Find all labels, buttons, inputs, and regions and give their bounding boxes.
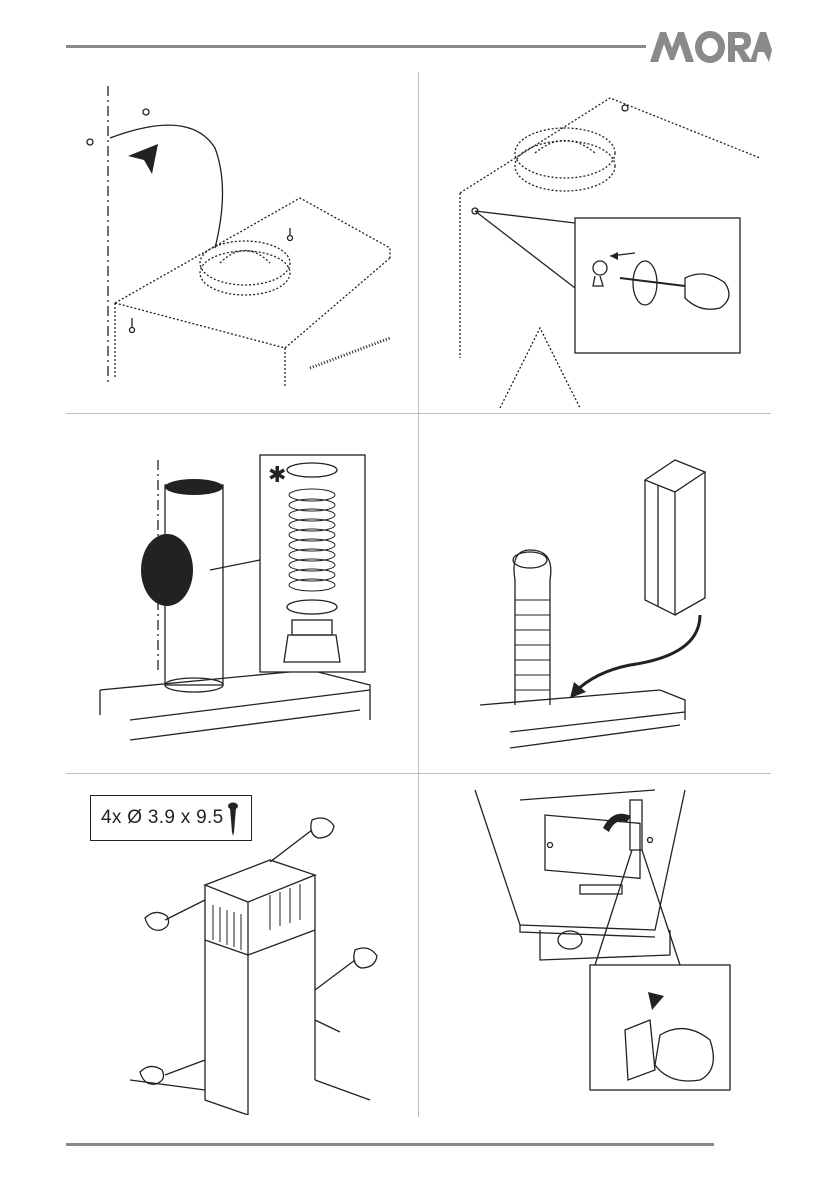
optional-marker: ✱ (268, 463, 286, 488)
step-4-panel (430, 420, 770, 765)
column-divider (418, 72, 419, 1117)
step-3-panel: ✱ (70, 420, 410, 765)
screw-spec-label: 4x Ø 3.9 x 9.5 (90, 795, 252, 841)
row-divider-1 (66, 413, 771, 414)
keyhole-mount-icon (70, 78, 410, 408)
footer-rule (66, 1143, 714, 1146)
row-divider-2 (66, 773, 771, 774)
mora-logo (648, 26, 772, 66)
screw-spec-text: 4x Ø 3.9 x 9.5 (101, 807, 224, 829)
flexible-duct-icon: ✱ (70, 420, 410, 765)
step-2-panel (430, 78, 770, 408)
chimney-cover-icon (430, 420, 770, 765)
screwdriver-icon (430, 78, 770, 408)
screw-icon (227, 802, 239, 836)
step-1-panel (70, 78, 410, 408)
step-6-panel (430, 780, 770, 1115)
filter-removal-icon (430, 780, 770, 1115)
header-rule (66, 45, 646, 48)
